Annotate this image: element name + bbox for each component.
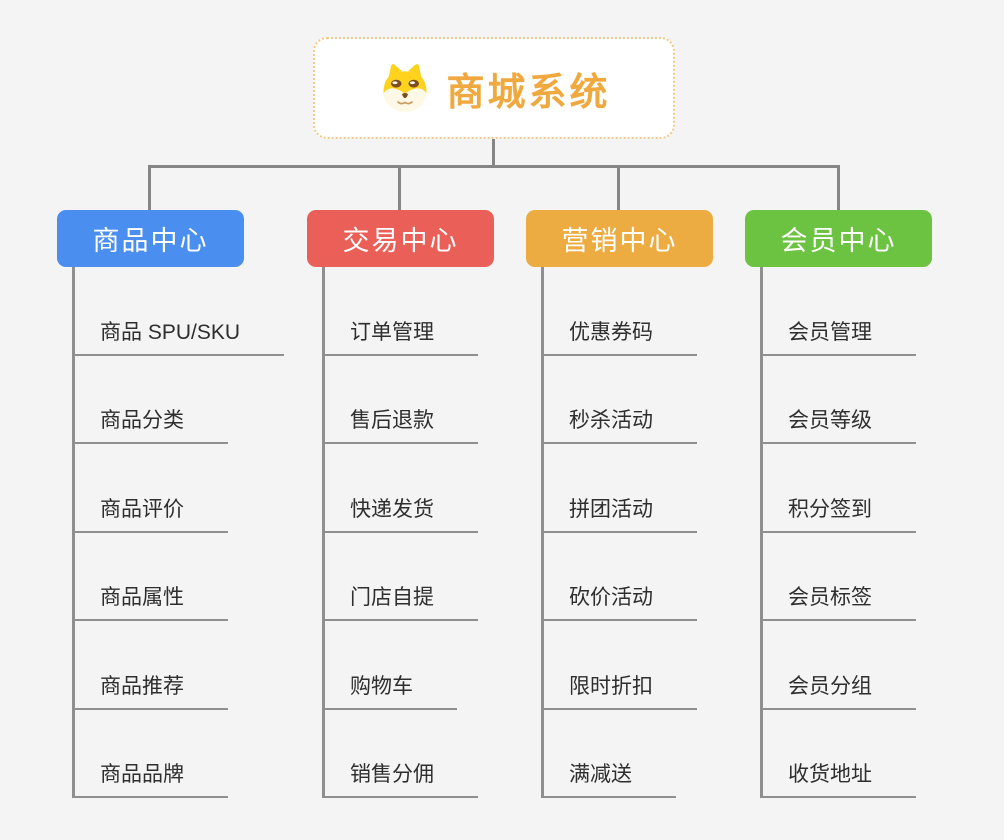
- leaf-topic[interactable]: 收货地址: [760, 710, 916, 798]
- column-trunk-connector: [541, 267, 544, 798]
- root-topic-label: 商城系统: [446, 71, 611, 114]
- leaf-topic[interactable]: 商品 SPU/SKU: [72, 267, 285, 356]
- leaf-label: 满减送: [541, 758, 676, 798]
- shiba-dog-icon: [377, 60, 433, 116]
- leaf-topic[interactable]: 商品属性: [72, 533, 284, 621]
- leaf-label: 商品分类: [72, 404, 228, 444]
- leaf-topic[interactable]: 购物车: [322, 621, 478, 710]
- leaf-label: 秒杀活动: [541, 404, 697, 444]
- leaf-topic[interactable]: 订单管理: [322, 267, 478, 356]
- leaf-topic[interactable]: 限时折扣: [541, 621, 697, 710]
- column-trunk-connector: [72, 267, 75, 798]
- leaf-topic[interactable]: 拼团活动: [541, 444, 697, 533]
- leaf-label: 会员管理: [760, 316, 916, 356]
- branch-product-children: 商品 SPU/SKU 商品分类 商品评价 商品属性 商品推荐 商品品牌: [72, 267, 285, 798]
- branch-product-center[interactable]: 商品中心: [57, 210, 244, 267]
- leaf-label: 积分签到: [760, 493, 916, 533]
- leaf-label: 订单管理: [322, 316, 478, 356]
- leaf-label: 商品推荐: [72, 670, 228, 710]
- leaf-topic[interactable]: 积分签到: [760, 444, 916, 533]
- leaf-topic[interactable]: 会员管理: [760, 267, 916, 356]
- leaf-label: 商品属性: [72, 581, 228, 621]
- leaf-topic[interactable]: 会员分组: [760, 621, 916, 710]
- branch-member-center[interactable]: 会员中心: [745, 210, 932, 267]
- column-trunk-connector: [760, 267, 763, 798]
- leaf-topic[interactable]: 商品分类: [72, 356, 284, 444]
- branch-label: 交易中心: [342, 226, 459, 256]
- leaf-label: 购物车: [322, 670, 457, 710]
- column-trunk-connector: [322, 267, 325, 798]
- root-stem-connector: [492, 139, 495, 167]
- branch-trade-children: 订单管理 售后退款 快递发货 门店自提 购物车 销售分佣: [322, 267, 478, 798]
- leaf-label: 会员等级: [760, 404, 916, 444]
- leaf-label: 门店自提: [322, 581, 478, 621]
- leaf-topic[interactable]: 砍价活动: [541, 533, 697, 621]
- leaf-topic[interactable]: 门店自提: [322, 533, 478, 621]
- branch-trade-center[interactable]: 交易中心: [307, 210, 494, 267]
- leaf-label: 拼团活动: [541, 493, 697, 533]
- branch-label: 营销中心: [561, 226, 678, 256]
- leaf-label: 会员标签: [760, 581, 916, 621]
- branch-marketing-center[interactable]: 营销中心: [526, 210, 713, 267]
- leaf-topic[interactable]: 商品品牌: [72, 710, 284, 798]
- branch-label: 会员中心: [780, 226, 897, 256]
- leaf-label: 砍价活动: [541, 581, 697, 621]
- leaf-label: 限时折扣: [541, 670, 697, 710]
- leaf-topic[interactable]: 快递发货: [322, 444, 478, 533]
- leaf-label: 优惠券码: [541, 316, 697, 356]
- leaf-label: 商品品牌: [72, 758, 228, 798]
- leaf-topic[interactable]: 商品推荐: [72, 621, 284, 710]
- leaf-topic[interactable]: 会员等级: [760, 356, 916, 444]
- branch-drop-connector: [148, 165, 151, 210]
- branch-label: 商品中心: [92, 226, 209, 256]
- leaf-label: 快递发货: [322, 493, 478, 533]
- leaf-topic[interactable]: 满减送: [541, 710, 697, 798]
- leaf-topic[interactable]: 会员标签: [760, 533, 916, 621]
- leaf-label: 收货地址: [760, 758, 916, 798]
- leaf-label: 售后退款: [322, 404, 478, 444]
- leaf-label: 商品 SPU/SKU: [72, 316, 285, 356]
- branch-rail-connector: [148, 165, 840, 168]
- leaf-topic[interactable]: 售后退款: [322, 356, 478, 444]
- root-topic[interactable]: 商城系统: [313, 37, 675, 139]
- leaf-topic[interactable]: 销售分佣: [322, 710, 478, 798]
- leaf-label: 会员分组: [760, 670, 916, 710]
- branch-member-children: 会员管理 会员等级 积分签到 会员标签 会员分组 收货地址: [760, 267, 916, 798]
- branch-marketing-children: 优惠券码 秒杀活动 拼团活动 砍价活动 限时折扣 满减送: [541, 267, 697, 798]
- branch-drop-connector: [398, 165, 401, 210]
- branch-drop-connector: [837, 165, 840, 210]
- branch-drop-connector: [617, 165, 620, 210]
- leaf-label: 销售分佣: [322, 758, 478, 798]
- leaf-label: 商品评价: [72, 493, 228, 533]
- leaf-topic[interactable]: 优惠券码: [541, 267, 697, 356]
- leaf-topic[interactable]: 商品评价: [72, 444, 284, 533]
- leaf-topic[interactable]: 秒杀活动: [541, 356, 697, 444]
